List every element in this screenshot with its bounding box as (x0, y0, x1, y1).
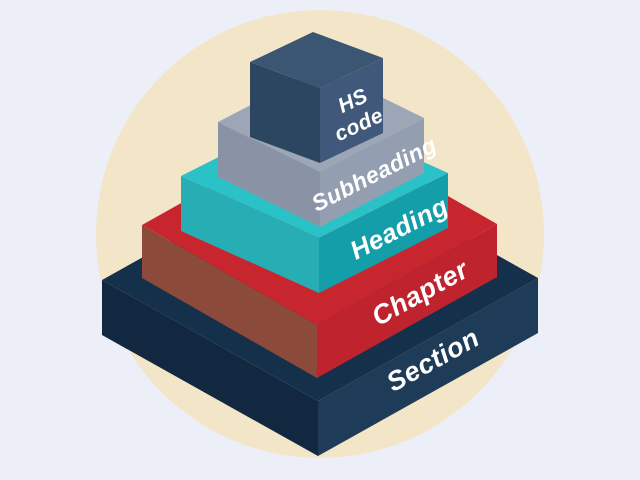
subheading-left-face (218, 122, 320, 227)
section-right-face (318, 278, 538, 456)
chapter-right-face (317, 224, 497, 378)
chapter-left-face (142, 225, 317, 378)
section-left-face (102, 280, 318, 456)
subheading-right-face (320, 118, 424, 227)
hs-code-right-face (320, 58, 383, 163)
hs-code-top-face (250, 32, 383, 88)
heading-right-face (319, 173, 448, 293)
heading-left-face (181, 176, 319, 293)
hs-code-left-face (250, 62, 320, 163)
